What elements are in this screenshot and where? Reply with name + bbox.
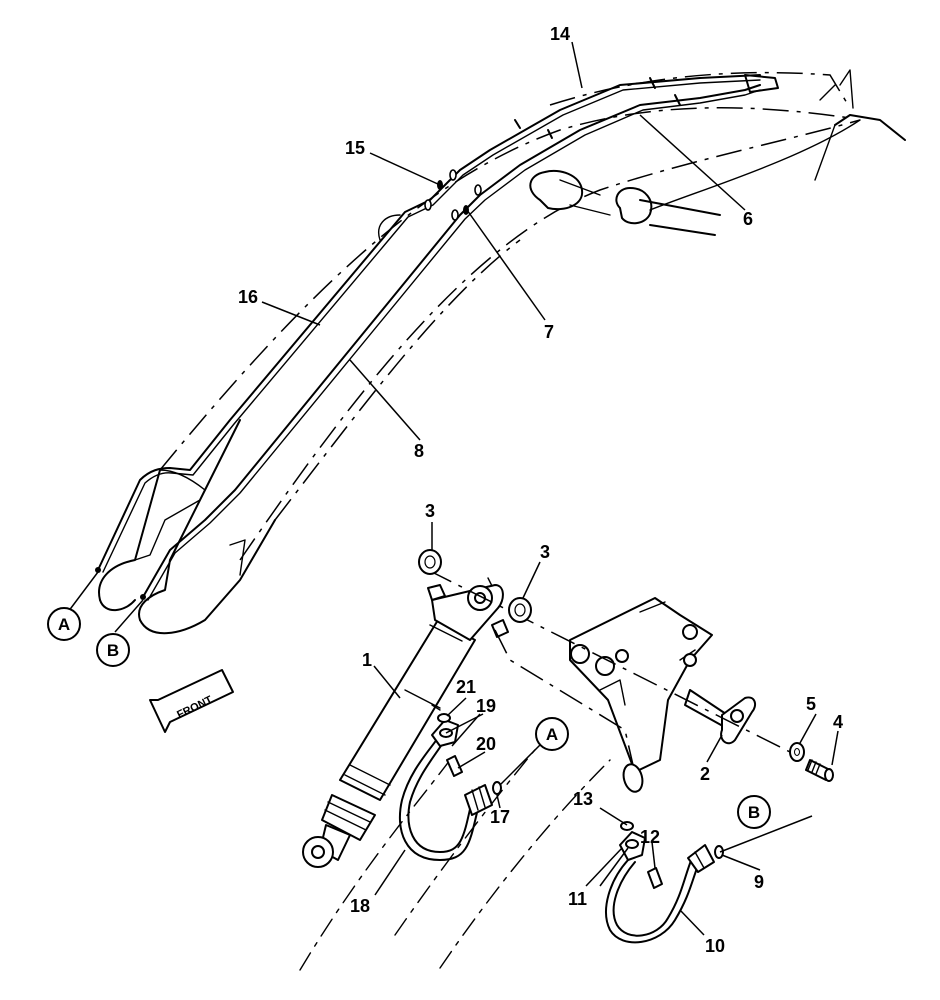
hose-18 [398,713,502,861]
part-label-20: 20 [476,734,496,754]
part-label-12: 12 [640,827,660,847]
part-label-19: 19 [476,696,496,716]
pin-axis-lower [494,629,634,766]
washers-3 [418,549,532,623]
ref-a-boom: A [58,615,70,634]
part-label-2: 2 [700,764,710,784]
ref-b-hose: B [748,803,760,822]
part-label-15: 15 [345,138,365,158]
part-label-4: 4 [833,712,843,732]
pin-assembly [684,689,834,782]
part-label-16: 16 [238,287,258,307]
part-label-10: 10 [705,936,725,956]
hydraulic-cylinder [302,577,509,868]
part-label-17: 17 [490,807,510,827]
part-label-5: 5 [806,694,816,714]
connection-references: A B A B [47,607,771,829]
part-label-18: 18 [350,896,370,916]
arm-bracket [569,597,713,793]
part-label-1: 1 [362,650,372,670]
front-direction-arrow: FRONT [149,669,234,733]
leader-lines [67,41,839,936]
part-label-3b: 3 [540,542,550,562]
part-label-7: 7 [544,322,554,342]
part-label-9: 9 [754,872,764,892]
pin-axis [427,569,791,753]
boom-structure [95,69,906,635]
part-label-13: 13 [573,789,593,809]
part-label-14: 14 [550,24,570,44]
part-label-6: 6 [743,209,753,229]
ref-b-boom: B [107,641,119,660]
part-label-11: 11 [568,889,587,909]
part-label-21: 21 [456,677,476,697]
part-label-3a: 3 [425,501,435,521]
hose-10 [605,821,724,944]
part-number-labels: 14 15 6 7 16 8 3 3 1 21 19 20 17 18 2 5 … [238,24,843,956]
ref-a-hose: A [546,725,558,744]
part-label-8: 8 [414,441,424,461]
